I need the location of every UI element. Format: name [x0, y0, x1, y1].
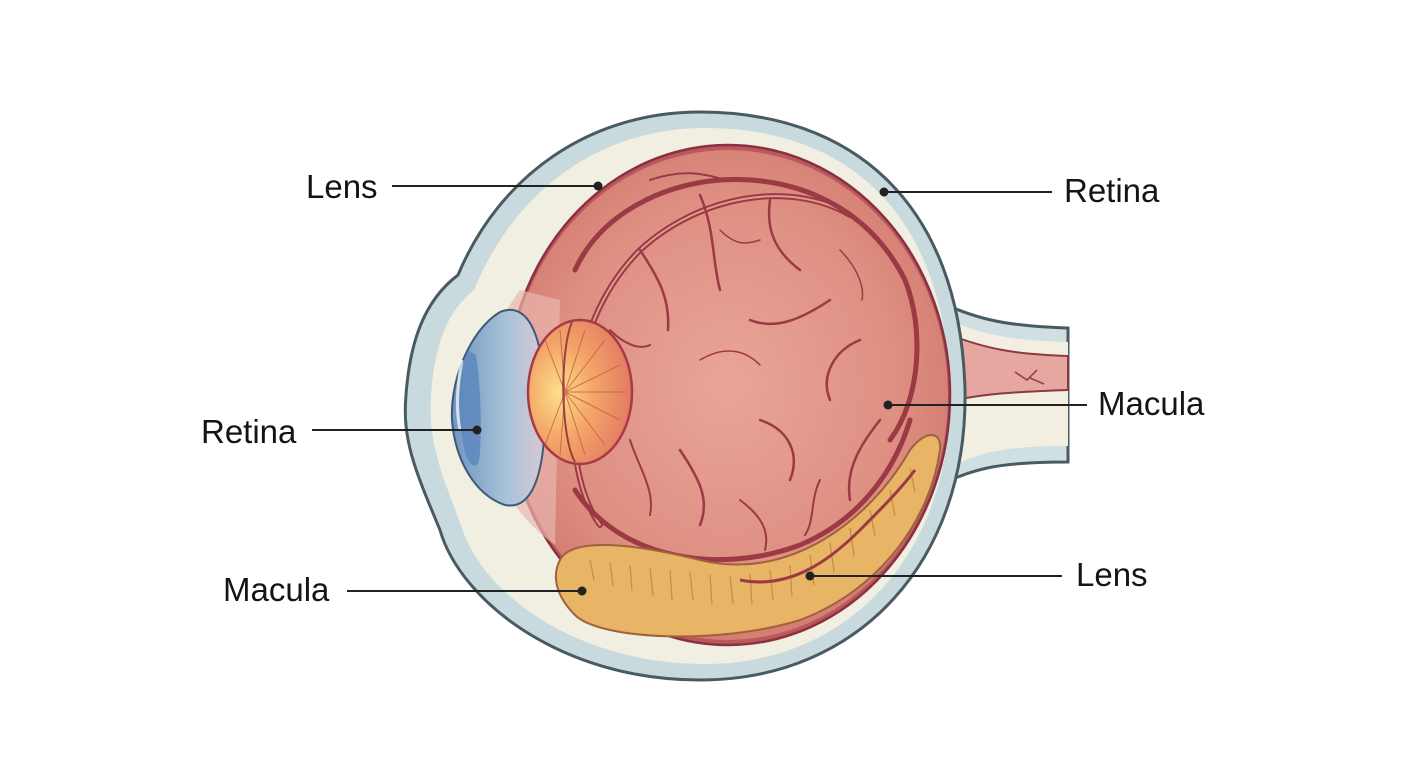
leader-dot-top-right — [881, 189, 888, 196]
leader-dot-mid-left — [474, 427, 481, 434]
label-mid-left: Retina — [201, 415, 296, 448]
leader-dot-top-left — [595, 183, 602, 190]
label-top-left: Lens — [306, 170, 378, 203]
lens-iris — [528, 320, 632, 464]
leader-dot-mid-right — [885, 402, 892, 409]
label-mid-right: Macula — [1098, 387, 1204, 420]
label-bottom-left: Macula — [223, 573, 329, 606]
label-top-right: Retina — [1064, 174, 1159, 207]
leader-dot-bottom-right — [807, 573, 814, 580]
label-bottom-right: Lens — [1076, 558, 1148, 591]
leader-dot-bottom-left — [579, 588, 586, 595]
